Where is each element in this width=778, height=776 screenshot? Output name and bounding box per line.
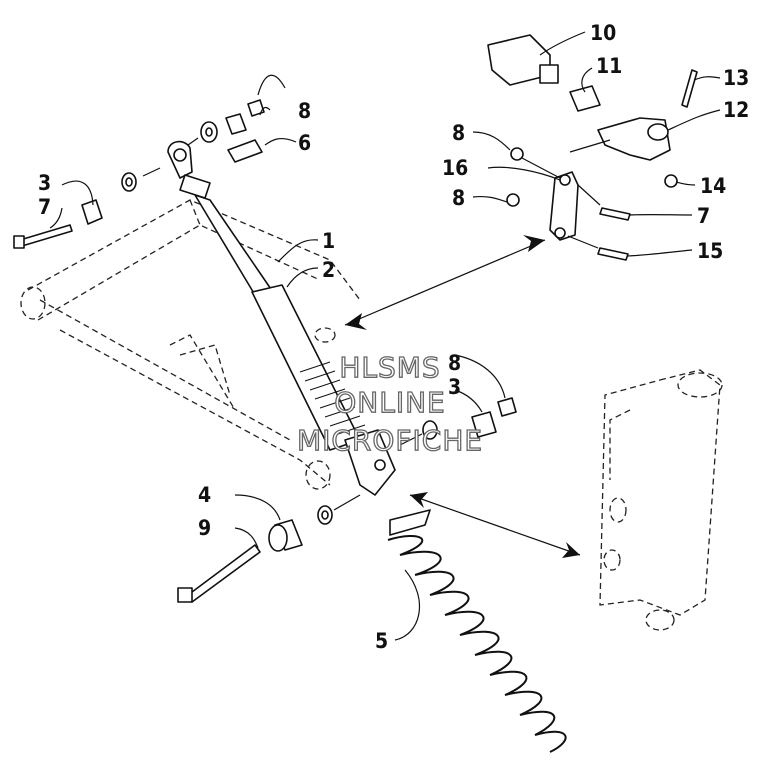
callout-8-center: 8 — [448, 351, 461, 375]
callout-numbers: 8 6 3 7 1 2 8 3 4 9 5 10 11 13 12 8 16 1… — [38, 21, 749, 653]
callout-8-upper-left: 8 — [298, 99, 311, 123]
callout-6: 6 — [298, 131, 311, 155]
linkage-assembly — [487, 34, 698, 261]
callout-5: 5 — [375, 629, 388, 653]
callout-15: 15 — [697, 239, 723, 263]
watermark: HLSMS ONLINE MICROFICHE — [296, 350, 483, 457]
a-arm-outline — [20, 199, 361, 490]
callout-2: 2 — [322, 258, 335, 282]
callout-14: 14 — [700, 174, 726, 198]
callout-leaders — [49, 31, 721, 641]
watermark-line-2: ONLINE — [334, 386, 445, 419]
shock-absorber — [167, 140, 396, 496]
watermark-line-1: HLSMS — [339, 351, 440, 384]
callout-16: 16 — [442, 156, 468, 180]
coil-spring — [387, 509, 567, 753]
callout-4: 4 — [198, 483, 211, 507]
assembly-arrows — [344, 235, 581, 558]
spindle-knuckle-outline — [599, 369, 723, 631]
callout-3-upper-left: 3 — [38, 171, 51, 195]
callout-12: 12 — [723, 98, 749, 122]
callout-9: 9 — [198, 516, 211, 540]
callout-8-lower-right: 8 — [452, 186, 465, 210]
callout-3-center: 3 — [448, 375, 461, 399]
lower-hardware — [177, 397, 517, 603]
callout-13: 13 — [723, 66, 749, 90]
callout-1: 1 — [322, 229, 335, 253]
shock-threads — [299, 361, 366, 436]
callout-11: 11 — [596, 54, 622, 78]
upper-hardware — [13, 99, 265, 249]
callout-7-right: 7 — [697, 204, 710, 228]
callout-7-upper-left: 7 — [38, 195, 51, 219]
callout-8-upper-right: 8 — [452, 121, 465, 145]
callout-10: 10 — [590, 21, 616, 45]
watermark-line-3: MICROFICHE — [297, 424, 483, 457]
